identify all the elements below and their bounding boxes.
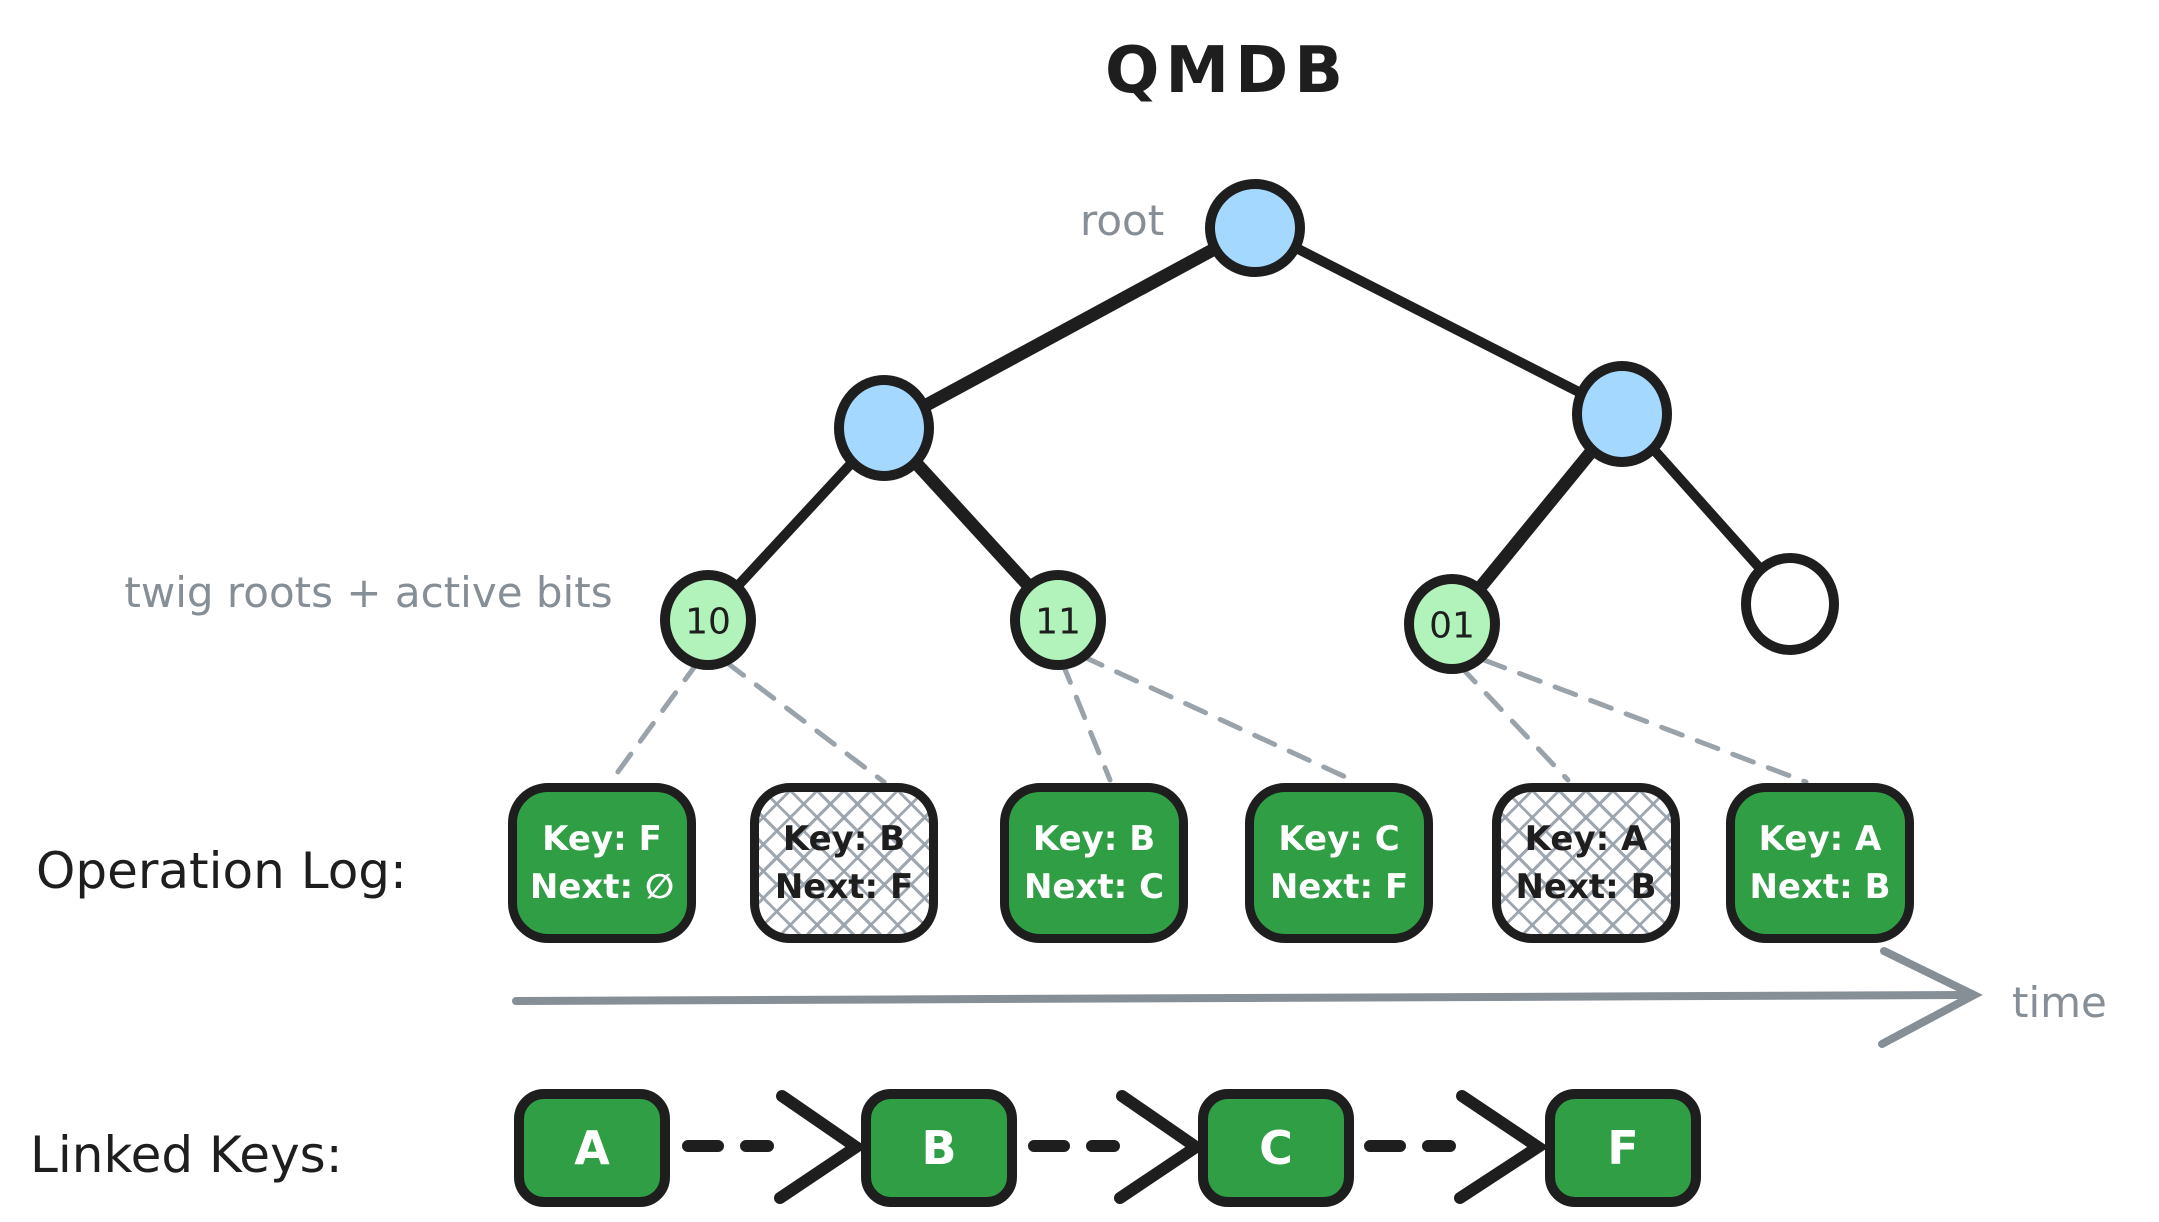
- twig-bits-10: 10: [685, 601, 731, 643]
- op-entry-5: Key: A Next: B: [1492, 783, 1680, 943]
- page-title: QMDB: [1105, 34, 1349, 108]
- key-box-b: B: [861, 1089, 1017, 1207]
- key-letter: A: [574, 1121, 610, 1175]
- op-entry-6: Key: A Next: B: [1726, 783, 1914, 943]
- twig-node-11: [1010, 570, 1106, 670]
- internal-node-left: [834, 375, 934, 481]
- key-box-f: F: [1545, 1089, 1701, 1207]
- root-label: root: [1080, 196, 1165, 245]
- internal-node-right: [1572, 361, 1672, 467]
- op-entry-next: Next: C: [1023, 867, 1165, 907]
- twig-roots-label: twig roots + active bits: [124, 568, 613, 617]
- op-entry-key: Key: A: [1524, 819, 1648, 859]
- op-entry-next: Next: B: [1749, 867, 1891, 907]
- op-entry-1: Key: F Next: ∅: [508, 783, 696, 943]
- key-letter: B: [921, 1121, 957, 1175]
- key-box-c: C: [1198, 1089, 1354, 1207]
- empty-twig-node: [1741, 553, 1839, 655]
- op-entry-key: Key: B: [1032, 819, 1156, 859]
- linked-key-arrows: [682, 1090, 1549, 1204]
- root-node: [1205, 179, 1305, 277]
- op-entry-key: Key: A: [1758, 819, 1882, 859]
- twig-entry-connectors: [609, 653, 1809, 785]
- op-entry-4: Key: C Next: F: [1245, 783, 1433, 943]
- twig-node-01: [1404, 574, 1500, 674]
- tree-nodes: [660, 179, 1839, 674]
- twig-node-10: [660, 570, 756, 670]
- op-entry-next: Next: B: [1515, 867, 1657, 907]
- key-box-a: A: [514, 1089, 670, 1207]
- twig-bits-11: 11: [1035, 601, 1081, 643]
- time-arrow: [512, 947, 1983, 1048]
- time-label: time: [2012, 978, 2107, 1027]
- twig-bits-01: 01: [1429, 605, 1475, 647]
- linked-keys-label: Linked Keys:: [30, 1126, 343, 1184]
- op-entry-key: Key: B: [782, 819, 906, 859]
- op-entry-2: Key: B Next: F: [750, 783, 938, 943]
- key-letter: C: [1259, 1121, 1293, 1175]
- op-entry-key: Key: C: [1278, 819, 1400, 859]
- op-entry-next: Next: F: [1269, 867, 1409, 907]
- operation-log-label: Operation Log:: [36, 842, 407, 900]
- op-entry-next: Next: F: [774, 867, 914, 907]
- op-entry-3: Key: B Next: C: [1000, 783, 1188, 943]
- key-letter: F: [1607, 1121, 1639, 1175]
- op-entry-key: Key: F: [542, 819, 662, 859]
- op-entry-next: Next: ∅: [529, 867, 675, 907]
